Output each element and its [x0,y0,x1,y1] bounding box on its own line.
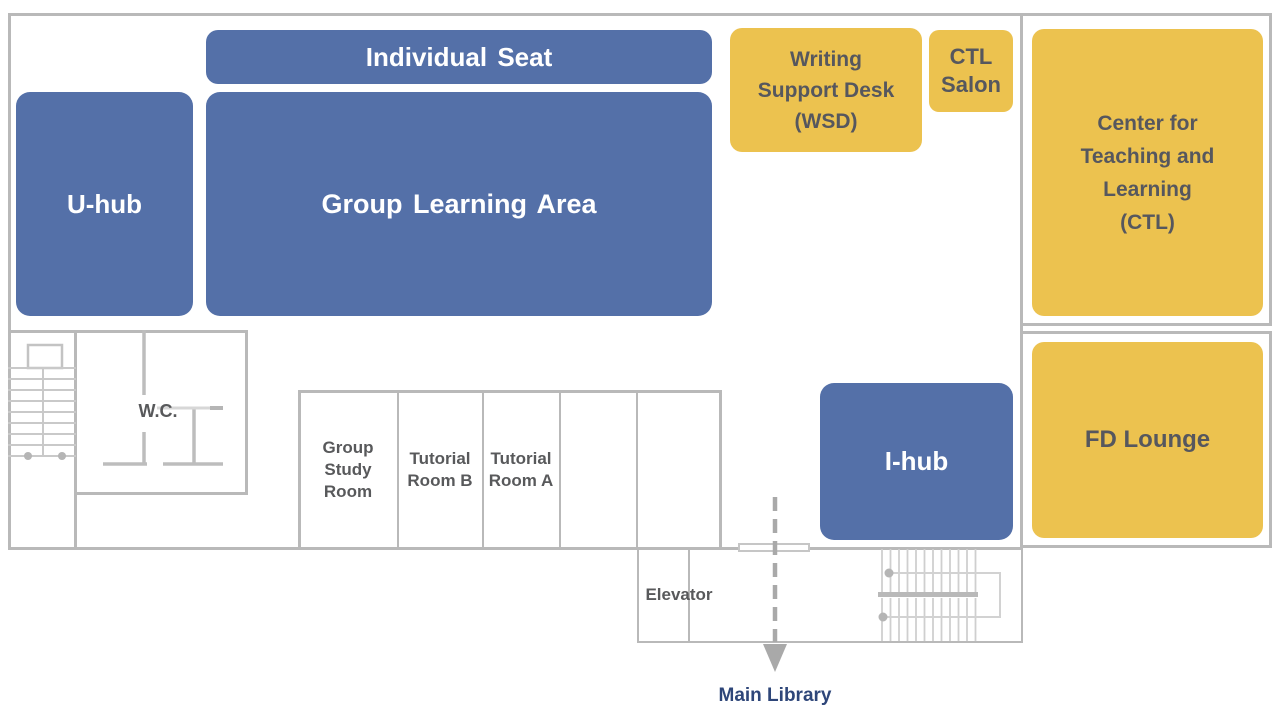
study-room-row-outline [298,390,722,550]
tutorial-room-a-text: Tutorial Room A [488,449,554,490]
zone-ctl-label: Center for Teaching and Learning (CTL) [1080,111,1215,234]
elevator-label: Elevator [645,585,713,604]
stairs-icon-rear [878,549,1001,641]
wc-label: W.C. [138,401,178,421]
zone-individual-seat: Individual Seat [206,30,712,84]
room-divider-3 [559,393,561,547]
zone-ctl-salon: CTL Salon [929,30,1013,112]
zone-individual-seat-label: Individual Seat [365,41,553,72]
stairs-icon-left [8,343,76,460]
room-divider-2 [482,393,484,547]
zone-writing-support-desk-label: Writing Support Desk (WSD) [757,47,895,133]
zone-i-hub-label: I-hub [884,446,949,476]
wc-fixtures-icon [103,330,223,466]
right-wing-upper-outline [1020,13,1272,326]
room-divider-1 [397,393,399,547]
zone-writing-support-desk: Writing Support Desk (WSD) [730,28,922,152]
right-wing-lower-outline [1020,331,1272,548]
tutorial-room-b-text: Tutorial Room B [407,449,473,490]
zone-center-for-teaching-and-learning: Center for Teaching and Learning (CTL) [1032,29,1263,316]
group-study-room-label: Group Study Room [301,393,395,547]
tutorial-room-b-label: Tutorial Room B [399,393,481,547]
zone-group-learning-area: Group Learning Area [206,92,712,316]
wc-right-wall [245,330,248,495]
service-block-top-wall [8,330,248,333]
group-study-room-text: Group Study Room [322,438,374,501]
zone-u-hub: U-hub [16,92,193,316]
zone-fd-lounge: FD Lounge [1032,342,1263,538]
zone-i-hub: I-hub [820,383,1013,540]
tutorial-room-a-label: Tutorial Room A [484,393,558,547]
main-library-label: Main Library [718,685,832,706]
room-divider-4 [636,393,638,547]
main-library-arrow-icon [763,497,787,672]
elevator-divider-wall [688,550,690,641]
zone-fd-lounge-label: FD Lounge [1084,426,1211,453]
stairs-wc-divider-wall [74,330,77,550]
zone-group-learning-area-label: Group Learning Area [321,188,597,219]
zone-ctl-salon-label: CTL Salon [941,44,1001,97]
zone-u-hub-label: U-hub [66,188,143,219]
elevator-block-outline [637,548,1023,643]
wc-bottom-wall [74,492,248,495]
